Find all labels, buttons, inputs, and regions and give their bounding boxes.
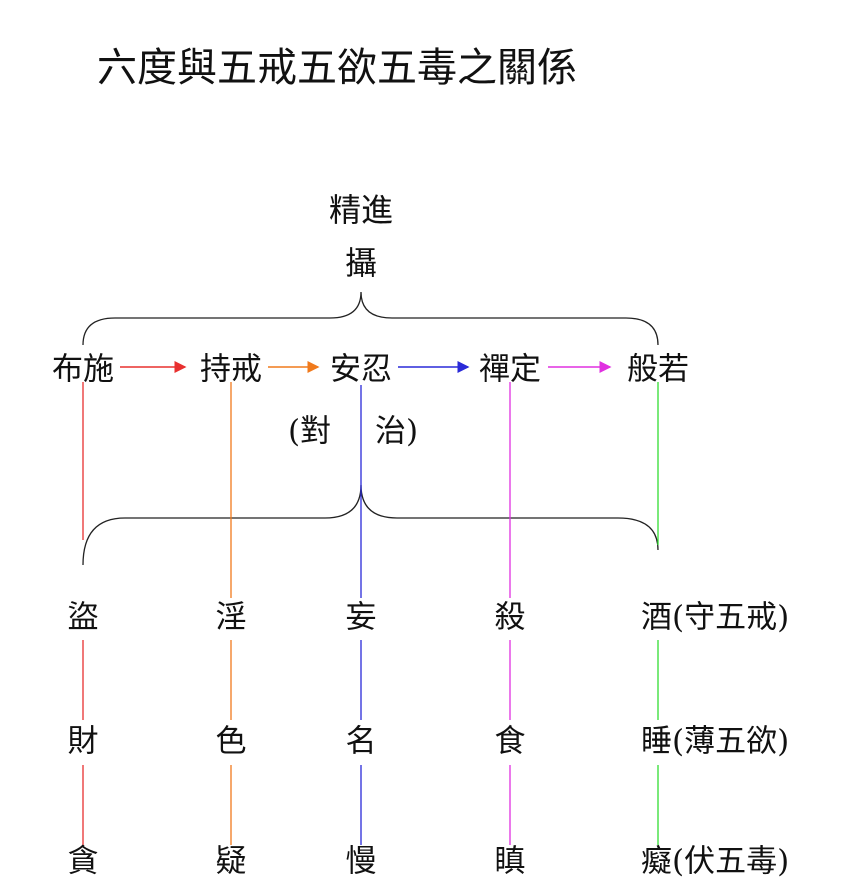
lower-brace: [82, 484, 659, 566]
paramita-5: 般若: [627, 351, 689, 388]
label-she: 攝: [344, 244, 378, 282]
paramita-2: 持戒: [200, 351, 262, 388]
label-zhi: 治): [375, 413, 419, 450]
precept-3: 妄: [345, 599, 377, 636]
desire-2: 色: [215, 723, 247, 760]
page-title: 六度與五戒五欲五毒之關係: [97, 45, 577, 91]
poison-5: 癡(伏五毒): [641, 843, 790, 880]
precept-2: 淫: [215, 599, 247, 636]
desire-1: 財: [67, 723, 99, 760]
desire-3: 名: [345, 723, 377, 760]
paramita-4: 禪定: [479, 351, 541, 388]
precept-1: 盜: [67, 599, 99, 636]
poison-4: 瞋: [494, 843, 526, 880]
precept-5: 酒(守五戒): [641, 599, 790, 636]
desire-5: 睡(薄五欲): [641, 723, 790, 760]
top-brace: [82, 291, 659, 346]
poison-3: 慢: [345, 843, 377, 880]
poison-2: 疑: [215, 843, 247, 880]
precept-4: 殺: [494, 599, 526, 636]
poison-1: 貪: [67, 843, 99, 880]
label-dui: (對: [288, 413, 332, 450]
paramita-1: 布施: [52, 351, 114, 388]
label-jingjin: 精進: [328, 191, 394, 229]
desire-4: 食: [494, 723, 526, 760]
paramita-3: 安忍: [330, 351, 392, 388]
